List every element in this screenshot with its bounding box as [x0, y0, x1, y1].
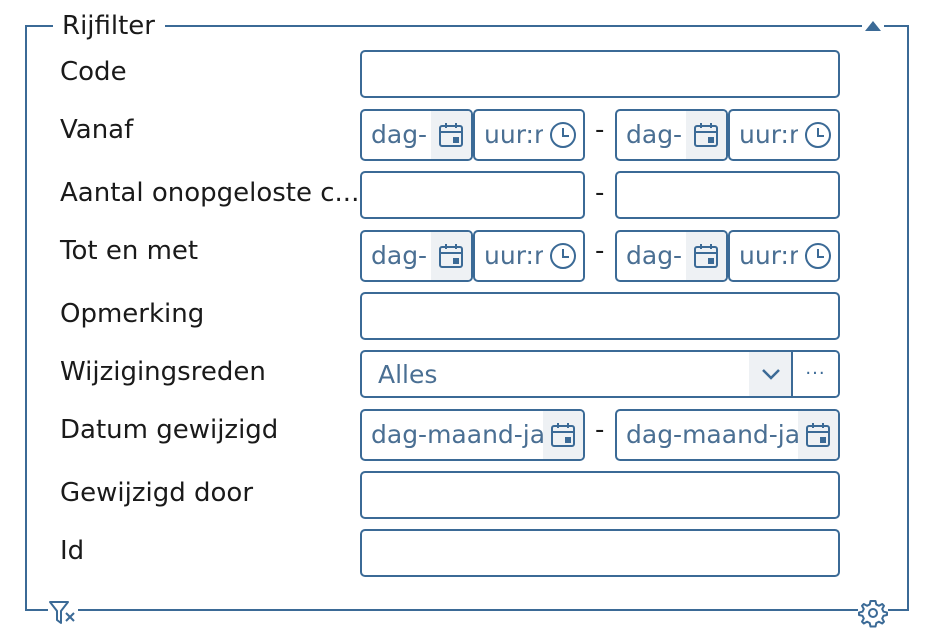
panel-border-top-right [165, 25, 909, 27]
calendar-icon[interactable] [431, 111, 471, 159]
tot-en-met-label: Tot en met [60, 236, 199, 266]
collapse-button[interactable] [862, 16, 884, 36]
time-placeholder: uur:r [484, 120, 545, 149]
opmerking-label: Opmerking [60, 299, 205, 329]
aantal-from-input[interactable] [360, 171, 585, 219]
tot-to-time-input[interactable]: uur:r [728, 230, 840, 282]
chevron-down-icon[interactable] [749, 352, 793, 396]
date-placeholder: dag-maand-ja [371, 420, 546, 449]
tot-to-date-input[interactable]: dag- [615, 230, 728, 282]
calendar-icon[interactable] [798, 411, 838, 459]
calendar-icon[interactable] [686, 111, 726, 159]
gewijzigd-door-label: Gewijzigd door [60, 478, 254, 508]
panel-border-top-left [25, 25, 53, 27]
time-placeholder: uur:r [739, 241, 800, 270]
more-options-button[interactable]: ··· [791, 352, 838, 396]
selected-value: Alles [378, 360, 438, 389]
calendar-icon[interactable] [543, 411, 583, 459]
code-label: Code [60, 57, 127, 87]
vanaf-to-date-input[interactable]: dag- [615, 109, 728, 161]
calendar-icon[interactable] [686, 232, 726, 280]
vanaf-label: Vanaf [60, 115, 134, 145]
range-separator: - [595, 236, 605, 266]
date-placeholder: dag- [371, 241, 428, 270]
panel-title: Rijfilter [60, 8, 157, 44]
time-placeholder: uur:r [484, 241, 545, 270]
range-separator: - [595, 115, 605, 145]
code-input[interactable] [360, 50, 840, 98]
vanaf-to-time-input[interactable]: uur:r [728, 109, 840, 161]
calendar-icon[interactable] [431, 232, 471, 280]
time-placeholder: uur:r [739, 120, 800, 149]
opmerking-input[interactable] [360, 292, 840, 340]
datum-gewijzigd-label: Datum gewijzigd [60, 415, 279, 445]
filter-clear-icon [48, 598, 78, 628]
gewijzigd-door-input[interactable] [360, 471, 840, 519]
triangle-up-icon [865, 21, 881, 31]
aantal-label: Aantal onopgeloste c... [60, 178, 360, 208]
datum-gewijzigd-to-input[interactable]: dag-maand-ja [615, 409, 840, 461]
row-filter-panel [25, 25, 909, 611]
vanaf-from-date-input[interactable]: dag- [360, 109, 473, 161]
clock-icon[interactable] [798, 111, 838, 159]
range-separator: - [595, 178, 605, 208]
aantal-to-input[interactable] [615, 171, 840, 219]
settings-button[interactable] [858, 598, 888, 628]
tot-from-time-input[interactable]: uur:r [473, 230, 585, 282]
clock-icon[interactable] [543, 232, 583, 280]
tot-from-date-input[interactable]: dag- [360, 230, 473, 282]
clock-icon[interactable] [543, 111, 583, 159]
date-placeholder: dag- [371, 120, 428, 149]
gear-icon [858, 598, 888, 628]
wijzigingsreden-select[interactable]: Alles ··· [360, 350, 840, 398]
wijzigingsreden-label: Wijzigingsreden [60, 357, 266, 387]
datum-gewijzigd-from-input[interactable]: dag-maand-ja [360, 409, 585, 461]
range-separator: - [595, 415, 605, 445]
id-input[interactable] [360, 529, 840, 577]
clear-filter-button[interactable] [48, 598, 78, 628]
vanaf-from-time-input[interactable]: uur:r [473, 109, 585, 161]
ellipsis-icon: ··· [805, 363, 826, 384]
date-placeholder: dag- [626, 241, 683, 270]
date-placeholder: dag-maand-ja [626, 420, 801, 449]
clock-icon[interactable] [798, 232, 838, 280]
id-label: Id [60, 536, 85, 566]
date-placeholder: dag- [626, 120, 683, 149]
